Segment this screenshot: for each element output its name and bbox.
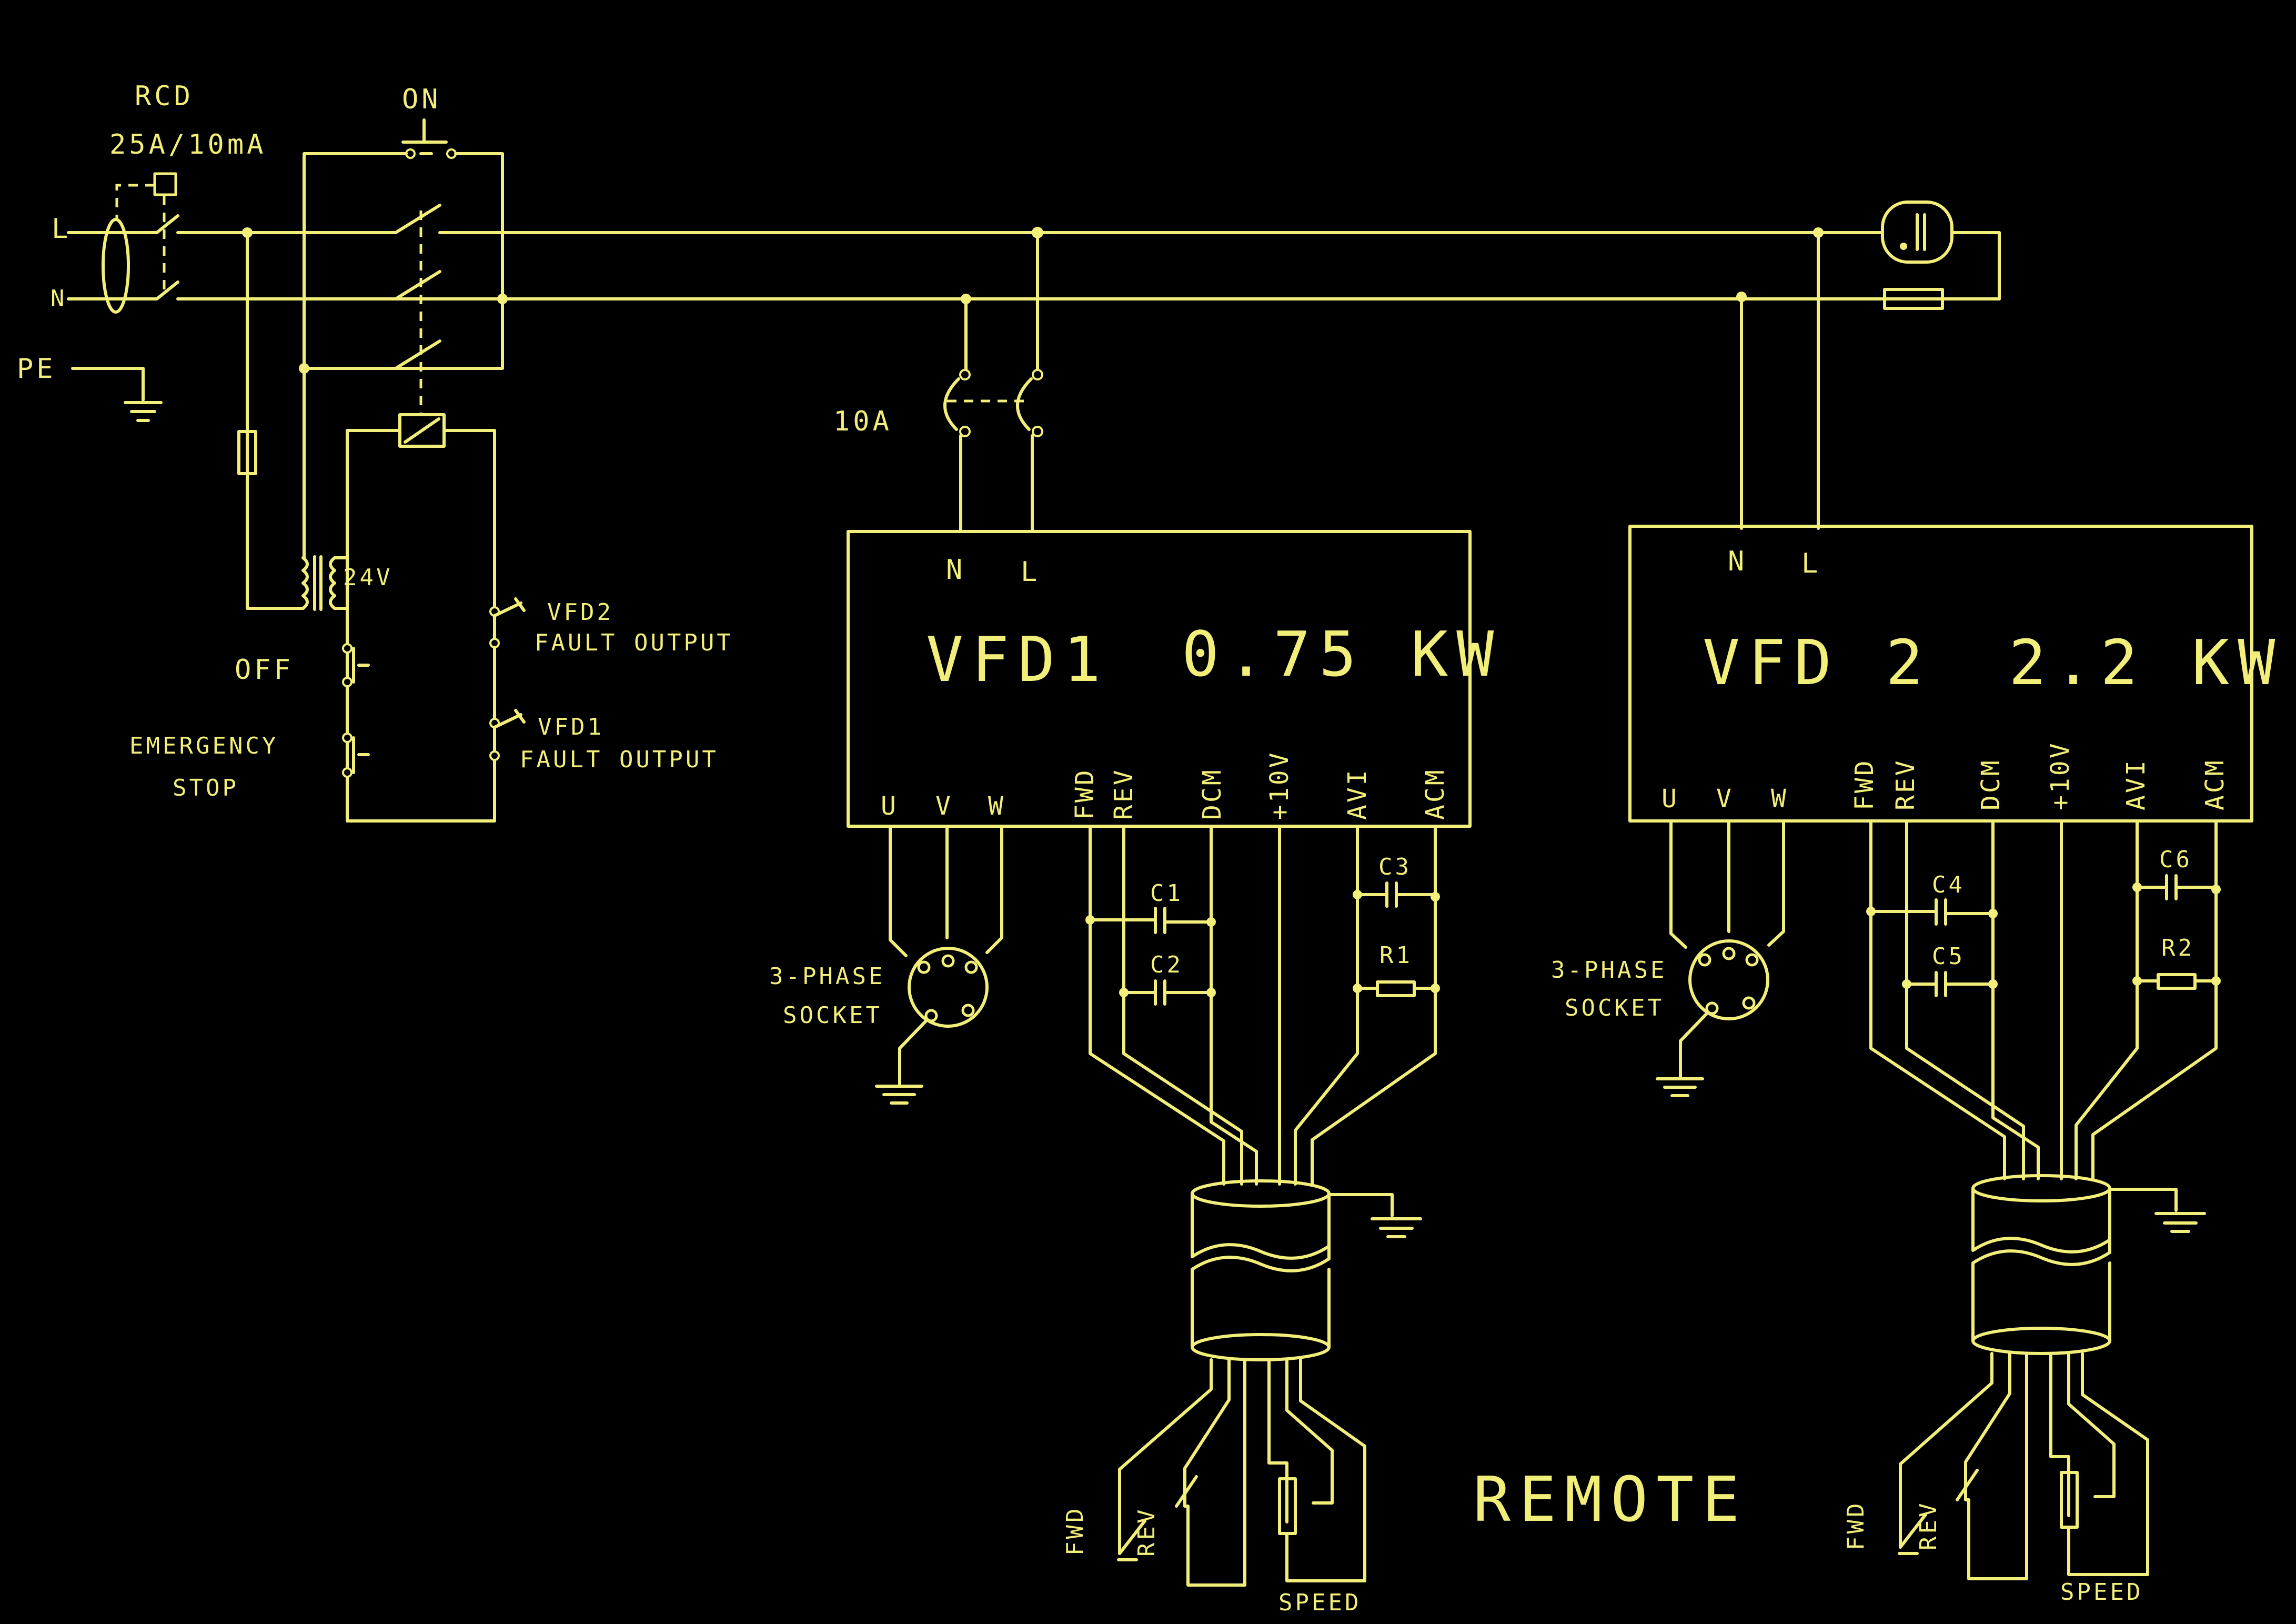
vfd1-socket-label-2: SOCKET [783,1002,882,1029]
vfd1-out-u: U [881,791,898,821]
vfd2-fault-contact-icon [493,597,526,617]
vfd2-cable-ground-icon [2154,1212,2206,1233]
vfd2-socket-label-2: SOCKET [1565,995,1664,1021]
vfd1-remote-rev: REV [1133,1507,1160,1557]
vfd1-c1-label: C1 [1150,880,1183,907]
vfd2-cable-top-icon [1971,1174,2111,1202]
supply-terminals: L N PE [17,213,163,422]
vfd2-power: 2.2 KW [2009,626,2283,699]
off-button-label: OFF [235,654,294,686]
breaker-rating: 10A [833,406,892,437]
rcd-toroid-icon [102,218,130,314]
vfd1-term-dcm: DCM [1197,768,1227,820]
vfd1-in-n: N [946,554,965,586]
vfd2-c6-label: C6 [2159,846,2192,873]
vfd1-cable-ground-icon [1371,1217,1422,1238]
vfd1-remote-speed: SPEED [1278,1589,1361,1616]
vfd1-out-w: W [988,791,1005,821]
rcd: RCD 25A/10mA [67,81,504,314]
control-transformer-icon [301,367,349,611]
vfd2-term-acm: ACM [2200,758,2230,810]
vfd2-term-dcm: DCM [1976,758,2006,810]
line-label: L [52,213,71,245]
estop-label-1: EMERGENCY [129,733,278,759]
vfd2-remote-fwd: FWD [1842,1501,1869,1550]
vfd1-socket-icon [908,947,989,1028]
vfd1-c3-icon [1385,881,1398,908]
vfd1-in-l: L [1021,556,1040,588]
vfd2-term-rev: REV [1891,758,1920,810]
vfd1-power: 0.75 KW [1182,618,1502,690]
vfd1-r1-label: R1 [1379,942,1413,969]
vfd2-out-w: W [1771,784,1788,814]
vfd2-c5-icon [1935,971,1947,997]
vfd2-c6-icon [2165,874,2178,900]
vfd2-box [1628,525,2253,823]
vfd2-socket-ground-icon [1656,1077,1704,1097]
vfd1-c2-label: C2 [1150,951,1183,978]
vfd2-term-avi: AVI [2121,758,2151,810]
vfd1-out-v: V [935,791,953,821]
vfd2-remote-speed: SPEED [2060,1579,2143,1606]
vfd2-c4-label: C4 [1932,871,1965,898]
vfd2-remote-rev: REV [1915,1501,1942,1550]
vfd2-c5-label: C5 [1932,943,1965,970]
vfd1-term-rev: REV [1109,768,1139,820]
vfd2-socket-label-1: 3-PHASE [1551,957,1667,984]
breaker-icon [943,377,1033,431]
vfd1-c2-icon [1154,979,1166,1006]
remote-title: REMOTE [1473,1463,1748,1536]
vfd1-term-acm: ACM [1421,768,1450,820]
vfd1-socket-ground-icon [875,1085,923,1105]
control-fuse-icon [237,430,257,475]
vfd2-out-u: U [1661,784,1679,814]
vfd1-c3-label: C3 [1378,854,1412,880]
vfd1-socket-label-1: 3-PHASE [769,963,885,990]
breaker-10a: 10A [833,231,1043,533]
lamp-resistor-icon [1883,288,1944,310]
contactor-section: ON 24V OFF [129,84,2001,823]
vfd2-r2-icon [2157,973,2197,990]
vfd1-fault-label-1: VFD1 [538,714,604,740]
emergency-stop-icon [352,736,370,774]
vfd2-fault-label-2: FAULT OUTPUT [535,629,733,656]
vfd2-title: VFD 2 [1703,626,1931,699]
vfd2-in-l: L [1801,548,1821,579]
vfd1-title: VFD1 [926,623,1109,696]
vfd2-out-v: V [1716,784,1734,814]
vfd2-in-n: N [1728,546,1747,577]
rcd-rating: 25A/10mA [109,129,266,161]
on-button-icon [401,118,448,155]
vfd1-term-fwd: FWD [1070,768,1100,820]
transformer-voltage: 24V [343,564,392,591]
earth-label: PE [17,353,56,385]
vfd1-box [847,530,1472,828]
vfd1-r1-icon [1376,980,1416,997]
rcd-name: RCD [135,81,194,112]
main-bus [961,201,2001,310]
pe-ground-icon [124,401,163,422]
vfd1-fault-label-2: FAULT OUTPUT [520,746,719,773]
vfd1-term-avi: AVI [1343,768,1372,820]
vfd2-c4-icon [1935,898,1947,926]
vfd1-fault-contact-icon [493,709,526,729]
vfd1-cable-top-icon [1191,1179,1331,1208]
vfd2: N L VFD 2 2.2 KW U V W FWD REV DCM +10V … [1551,231,2283,1606]
vfd2-fault-label-1: VFD2 [547,599,613,626]
estop-label-2: STOP [173,775,239,801]
vfd1-term-10v: +10V [1265,750,1294,820]
vfd2-term-fwd: FWD [1850,758,1879,810]
vfd2-term-10v: +10V [2046,741,2075,810]
on-button-label: ON [402,84,441,115]
rcd-test-button-icon [153,172,177,196]
off-button-icon [352,647,370,684]
vfd1-c1-icon [1154,907,1166,934]
vfd1: N L VFD1 0.75 KW U V W FWD REV DCM +10V … [769,530,1502,1616]
neutral-label: N [51,285,67,312]
vfd2-r2-label: R2 [2161,935,2194,961]
vfd2-socket-icon [1688,939,1769,1020]
vfd1-remote-fwd: FWD [1062,1506,1089,1556]
